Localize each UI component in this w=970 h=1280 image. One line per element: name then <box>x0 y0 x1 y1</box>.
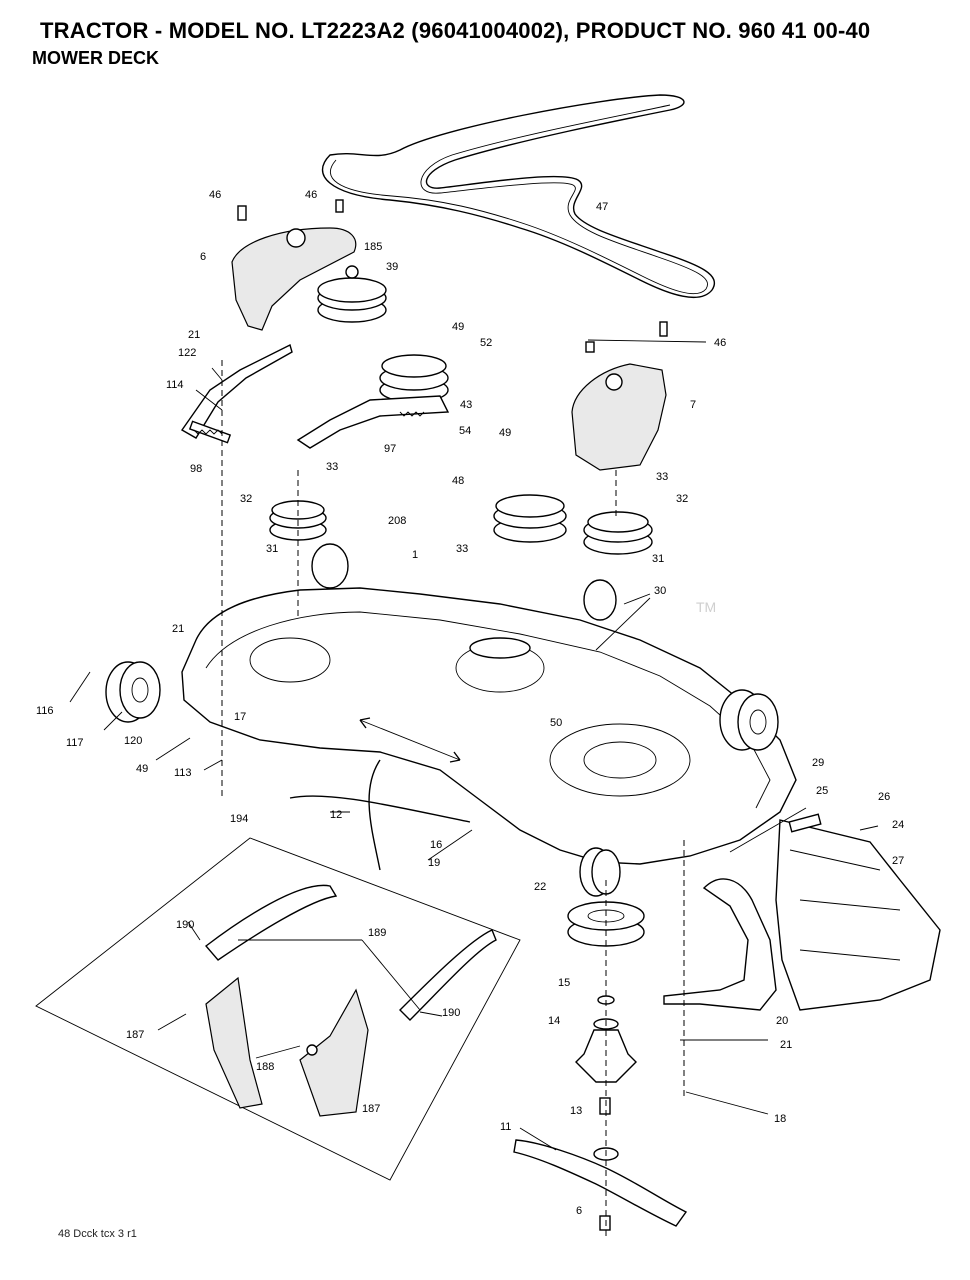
leader-lines-drawing <box>69 339 879 1240</box>
diagram-title: TRACTOR - MODEL NO. LT2223A2 (9604100400… <box>40 18 871 43</box>
part-label-97: 97 <box>384 443 396 455</box>
part-label-122: 122 <box>178 347 196 359</box>
part-label-29: 29 <box>812 757 824 769</box>
part-label-190: 190 <box>442 1007 460 1019</box>
part-number-labels: 46 46 6 185 39 47 21 122 114 49 52 43 54… <box>36 189 904 1217</box>
part-label-43: 43 <box>460 399 472 411</box>
part-label-185: 185 <box>364 241 382 253</box>
part-label-15: 15 <box>558 977 570 989</box>
part-label-18: 18 <box>774 1113 786 1125</box>
mower-blade-drawing <box>513 1139 688 1227</box>
part-label-12: 12 <box>330 809 342 821</box>
spring-25-drawing <box>788 813 822 833</box>
gauge-wheel-right-drawing <box>719 689 779 751</box>
part-label-22: 22 <box>534 881 546 893</box>
part-label-16: 16 <box>430 839 442 851</box>
part-label-6: 6 <box>200 251 206 263</box>
gauge-wheel-rear-drawing <box>311 543 617 621</box>
part-label-31: 31 <box>652 553 664 565</box>
part-label-189: 189 <box>368 927 386 939</box>
deflector-bracket-drawing <box>663 878 777 1011</box>
part-label-27: 27 <box>892 855 904 867</box>
part-label-32: 32 <box>676 493 688 505</box>
part-label-46: 46 <box>305 189 317 201</box>
part-label-24: 24 <box>892 819 904 831</box>
part-label-187: 187 <box>126 1029 144 1041</box>
inset-support-arms-drawing <box>35 837 521 1181</box>
part-label-54: 54 <box>459 425 471 437</box>
part-label-14: 14 <box>548 1015 560 1027</box>
part-label-20: 20 <box>776 1015 788 1027</box>
part-label-187: 187 <box>362 1103 380 1115</box>
part-label-21: 21 <box>780 1039 792 1051</box>
part-label-194: 194 <box>230 813 248 825</box>
part-label-208: 208 <box>388 515 406 527</box>
discharge-chute-drawing <box>775 819 941 1011</box>
idler-arm-drawing <box>180 343 293 444</box>
part-label-46: 46 <box>714 337 726 349</box>
part-label-17: 17 <box>234 711 246 723</box>
drive-belt-drawing <box>321 94 715 298</box>
part-label-30: 30 <box>654 585 666 597</box>
part-label-31: 31 <box>266 543 278 555</box>
gauge-wheel-left-drawing <box>105 661 161 723</box>
part-label-32: 32 <box>240 493 252 505</box>
blade-pulley-right-drawing <box>583 511 653 555</box>
part-label-47: 47 <box>596 201 608 213</box>
part-label-98: 98 <box>190 463 202 475</box>
part-label-13: 13 <box>570 1105 582 1117</box>
part-label-52: 52 <box>480 337 492 349</box>
belt-cover-right-drawing <box>571 321 668 471</box>
part-label-11: 11 <box>500 1121 511 1133</box>
part-label-33: 33 <box>456 543 468 555</box>
part-label-48: 48 <box>452 475 464 487</box>
part-label-114: 114 <box>166 379 184 391</box>
double-pulley-bracket-drawing <box>296 354 450 449</box>
part-label-49: 49 <box>452 321 464 333</box>
part-label-25: 25 <box>816 785 828 797</box>
part-label-1: 1 <box>412 549 418 561</box>
mower-deck-housing-drawing <box>181 587 797 865</box>
belt-cover-left-drawing <box>231 199 357 331</box>
part-label-33: 33 <box>656 471 668 483</box>
part-label-19: 19 <box>428 857 440 869</box>
part-label-190: 190 <box>176 919 194 931</box>
part-label-120: 120 <box>124 735 142 747</box>
part-label-188: 188 <box>256 1061 274 1073</box>
gauge-wheel-front-drawing <box>579 847 621 897</box>
diagram-subtitle: MOWER DECK <box>32 48 159 68</box>
part-label-21: 21 <box>172 623 184 635</box>
part-label-113: 113 <box>174 767 192 779</box>
part-label-117: 117 <box>66 737 84 749</box>
part-label-7: 7 <box>690 399 696 411</box>
idler-pulley-39-drawing <box>317 265 387 323</box>
cable-drawing <box>368 759 381 871</box>
part-label-49: 49 <box>136 763 148 775</box>
deck-rod-drawing <box>289 795 471 823</box>
part-label-26: 26 <box>878 791 890 803</box>
part-label-46: 46 <box>209 189 221 201</box>
watermark-trademark: TM <box>696 599 716 615</box>
drawing-code: 48 Dcck tcx 3 r1 <box>58 1228 137 1240</box>
part-label-21: 21 <box>188 329 200 341</box>
part-label-6: 6 <box>576 1205 582 1217</box>
part-label-39: 39 <box>386 261 398 273</box>
part-label-49: 49 <box>499 427 511 439</box>
part-label-50: 50 <box>550 717 562 729</box>
center-pulley-48-drawing <box>493 494 567 543</box>
part-label-116: 116 <box>36 705 54 717</box>
part-label-33: 33 <box>326 461 338 473</box>
